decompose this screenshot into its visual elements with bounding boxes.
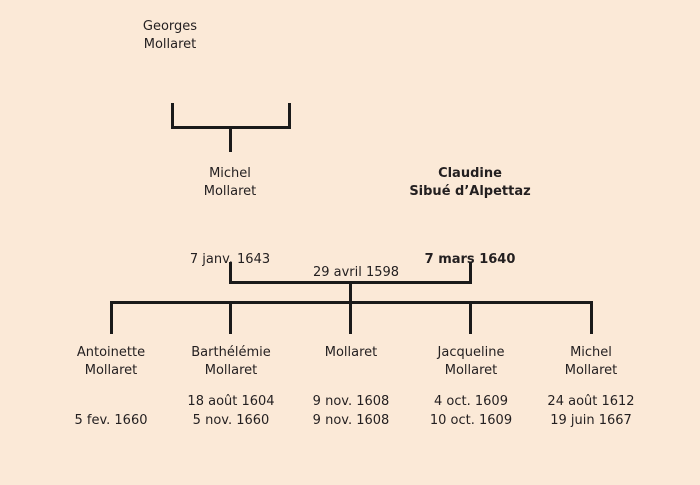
birth-date — [410, 232, 530, 251]
dates-child-3: 9 nov. 1608 9 nov. 1608 — [290, 393, 412, 431]
person-first-name: Michel — [209, 166, 251, 181]
person-last-name: Mollaret — [204, 363, 258, 379]
child-drop-4 — [469, 301, 472, 334]
birth-date — [50, 393, 172, 412]
connector-bracket-right-leg — [288, 103, 291, 128]
birth-date: 24 août 1612 — [547, 394, 635, 409]
person-last-name: Mollaret — [84, 363, 138, 379]
death-date: 19 juin 1667 — [550, 413, 632, 428]
person-child-3: Mollaret — [290, 344, 412, 362]
birth-date: 18 août 1604 — [187, 394, 275, 409]
dates-child-2: 18 août 1604 5 nov. 1660 — [170, 393, 292, 431]
death-date: 5 nov. 1660 — [192, 413, 270, 428]
person-child-2: Barthélémie Mollaret — [170, 344, 292, 381]
death-date: 7 janv. 1643 — [189, 252, 271, 267]
death-date: 9 nov. 1608 — [312, 413, 390, 428]
marriage-date: 29 avril 1598 — [300, 265, 412, 280]
person-last-name: Mollaret — [324, 345, 378, 360]
dates-child-1: 5 fev. 1660 — [50, 393, 172, 431]
person-last-name: Mollaret — [564, 363, 618, 379]
person-first-name: Georges — [142, 19, 198, 34]
birth-date: 9 nov. 1608 — [312, 394, 390, 409]
birth-date: 4 oct. 1609 — [434, 394, 508, 409]
person-first-name: Antoinette — [76, 345, 146, 360]
death-date: 5 fev. 1660 — [74, 413, 148, 428]
person-georges-mollaret: Georges Mollaret — [110, 18, 230, 55]
death-date: 10 oct. 1609 — [429, 413, 513, 428]
person-first-name: Jacqueline — [437, 345, 505, 360]
child-drop-3 — [349, 301, 352, 334]
person-first-name: Barthélémie — [191, 345, 271, 360]
connector-bracket-stem-to-michel — [229, 126, 232, 152]
death-date: 7 mars 1640 — [424, 252, 516, 267]
marriage-connector-stem — [349, 281, 352, 303]
person-child-4: Jacqueline Mollaret — [410, 344, 532, 381]
dates-child-4: 4 oct. 1609 10 oct. 1609 — [410, 393, 532, 431]
connector-bracket-left-leg — [171, 103, 174, 128]
person-claudine-sibue-dalpettaz-mother: Claudine Sibué d’Alpettaz — [370, 165, 570, 202]
person-last-name: Mollaret — [203, 184, 257, 200]
dates-child-5: 24 août 1612 19 juin 1667 — [530, 393, 652, 431]
dates-claudine-sibue-mother: 7 mars 1640 — [410, 232, 530, 270]
person-first-name: Claudine — [438, 166, 502, 181]
person-michel-mollaret-father: Michel Mollaret — [170, 165, 290, 202]
child-drop-2 — [229, 301, 232, 334]
marriage-connector-mother-leg — [469, 262, 472, 284]
dates-michel-mollaret-father: 7 janv. 1643 — [170, 232, 290, 270]
person-child-1: Antoinette Mollaret — [50, 344, 172, 381]
birth-date — [170, 232, 290, 251]
child-drop-1 — [110, 301, 113, 334]
person-last-name: Mollaret — [143, 37, 197, 53]
person-child-5: Michel Mollaret — [530, 344, 652, 381]
child-drop-5 — [590, 301, 593, 334]
person-first-name: Michel — [570, 345, 612, 360]
person-last-name: Sibué d’Alpettaz — [409, 184, 531, 200]
marriage-connector-father-leg — [229, 262, 232, 284]
person-last-name: Mollaret — [444, 363, 498, 379]
